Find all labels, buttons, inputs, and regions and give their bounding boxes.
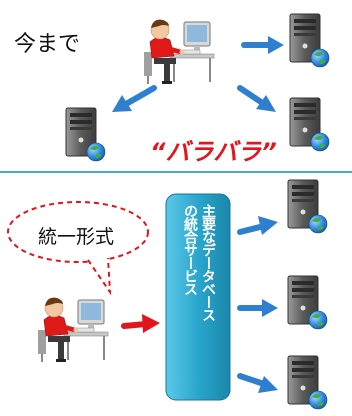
server-globe-icon: [287, 179, 328, 234]
server-globe-icon: [289, 13, 330, 68]
arrow-icon: [237, 299, 278, 317]
arrow-icon: [121, 314, 160, 333]
server-globe-icon: [287, 355, 328, 410]
speech-bubble-icon: [7, 201, 149, 296]
callout-label: 統一形式: [38, 226, 115, 248]
arrow-icon: [237, 373, 278, 393]
before-label: 今まで: [14, 32, 81, 57]
arrow-icon: [237, 85, 276, 112]
person-at-computer-icon: [37, 296, 109, 363]
chaos-label: “バラバラ”: [150, 138, 277, 166]
integration-service-box: [165, 193, 231, 401]
person-at-computer-icon: [143, 18, 215, 85]
arrow-icon: [112, 85, 157, 112]
arrow-icon: [241, 36, 284, 54]
service-label: 主要なデータベースの統合サービス: [182, 203, 216, 322]
server-globe-icon: [289, 97, 330, 152]
server-globe-icon: [287, 275, 328, 330]
arrow-icon: [237, 216, 278, 235]
server-globe-icon: [65, 107, 106, 162]
